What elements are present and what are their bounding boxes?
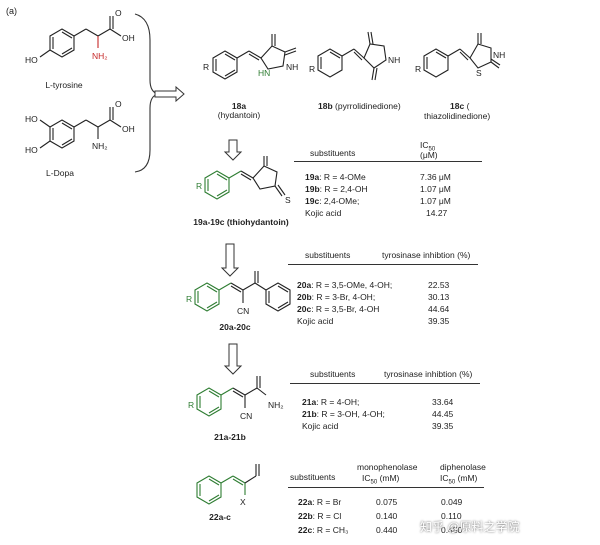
compound-18c-name: thiazolidinedione) xyxy=(424,111,491,121)
table-row-substituent: 19b: R = 2,4-OH xyxy=(305,184,368,194)
table21-header-value: tyrosinase inhibtion (%) xyxy=(384,369,473,379)
compound-18b-structure xyxy=(317,31,387,81)
table-row-substituent: 22c: R = CH₃ xyxy=(298,525,349,535)
table-row-substituent: 19c: 2,4-OMe; xyxy=(305,196,360,206)
compound-19-r: R xyxy=(196,181,203,191)
arrow-icon xyxy=(220,243,240,277)
compound-22-label: 22a-c xyxy=(209,512,231,522)
table-row-value: 0.049 xyxy=(441,497,463,507)
dopa-acid-o: O xyxy=(115,99,122,109)
table19-header-ic: IC50 xyxy=(420,140,436,153)
table22-rule xyxy=(288,487,484,488)
panel-label: (a) xyxy=(6,6,17,16)
table-row-substituent: Kojic acid xyxy=(297,316,334,326)
table-row-substituent: 21a: R = 4-OH; xyxy=(302,397,360,407)
table-row-substituent: 19a: R = 4-OMe xyxy=(305,172,366,182)
table19-header-substituents: substituents xyxy=(310,148,356,158)
compound-18a-nh: NH xyxy=(286,62,299,72)
compound-22-x: X xyxy=(240,497,246,507)
table-row-value: 39.35 xyxy=(432,421,454,431)
tyrosine-label: L-tyrosine xyxy=(45,80,83,90)
table-row-value: 0.110 xyxy=(441,511,462,521)
compound-18b-r: R xyxy=(309,64,316,74)
dopa-label: L-Dopa xyxy=(46,168,74,178)
compound-18a-structure xyxy=(212,34,297,80)
arrow-icon xyxy=(223,139,243,161)
compound-20-label: 20a-20c xyxy=(219,322,251,332)
compound-20-structure xyxy=(194,271,291,312)
table-row-value: 33.64 xyxy=(432,397,454,407)
table-row-value: 39.35 xyxy=(428,316,450,326)
table-row-value: 22.53 xyxy=(428,280,450,290)
table-row-substituent: 20a: R = 3,5-OMe, 4-OH; xyxy=(297,280,393,290)
compound-18a-name: (hydantoin) xyxy=(217,110,261,120)
dopa-acid-oh: OH xyxy=(122,124,135,134)
compound-19-structure xyxy=(204,156,286,200)
compound-21-structure xyxy=(196,376,267,417)
table-row-value: 0.450 xyxy=(441,525,463,535)
table19-rule xyxy=(294,161,482,162)
table-row-substituent: 22b: R = Cl xyxy=(298,511,342,521)
table21-header-substituents: substituents xyxy=(310,369,356,379)
table-row-value: 1.07 μM xyxy=(420,184,451,194)
table21-rule xyxy=(290,383,480,384)
compound-20-r: R xyxy=(186,294,193,304)
table-row-value: 7.36 μM xyxy=(420,172,451,182)
dopa-structure xyxy=(39,107,122,149)
table-row-substituent: Kojic acid xyxy=(305,208,342,218)
compound-18c-structure xyxy=(423,33,501,78)
compound-21-label: 21a-21b xyxy=(214,432,246,442)
table19-header-unit: (μM) xyxy=(420,150,438,160)
compound-18b-nh: NH xyxy=(388,55,401,65)
table22-header-di-ic: IC50 (mM) xyxy=(440,473,478,486)
tyrosine-ho: HO xyxy=(25,55,38,65)
arrow-icon xyxy=(223,343,243,375)
compound-18a-id: 18a xyxy=(231,101,247,111)
table20-header-value: tyrosinase inhibtion (%) xyxy=(382,250,471,260)
compound-18c-nh: NH xyxy=(493,50,506,60)
compound-19-s: S xyxy=(285,195,291,205)
tyrosine-acid-o: O xyxy=(115,8,122,18)
table-row-value: 30.13 xyxy=(428,292,450,302)
compound-18a-hn: HN xyxy=(258,68,271,78)
table-row-substituent: 20c: R = 3,5-Br, 4-OH xyxy=(297,304,380,314)
table-row-value: 14.27 xyxy=(426,208,448,218)
table22-header-substituents: substituents xyxy=(290,472,336,482)
table-row-substituent: Kojic acid xyxy=(302,421,339,431)
table-row-value: 0.140 xyxy=(376,511,398,521)
tyrosine-structure xyxy=(39,16,122,58)
compound-19-label: 19a-19c (thiohydantoin) xyxy=(193,217,289,227)
compound-21-r: R xyxy=(188,400,195,410)
dopa-ho2: HO xyxy=(25,145,38,155)
arrow-icon xyxy=(154,85,185,103)
compound-18b-label: 18b (pyrrolidinedione) xyxy=(318,101,401,111)
table-row-value: 44.45 xyxy=(432,409,454,419)
table22-header-mono-ic: IC50 (mM) xyxy=(362,473,400,486)
table-row-value: 44.64 xyxy=(428,304,450,314)
table22-header-di: diphenolase xyxy=(440,462,486,472)
table22-header-mono: monophenolase xyxy=(357,462,418,472)
tyrosine-acid-oh: OH xyxy=(122,33,135,43)
compound-21-cn: CN xyxy=(240,411,253,421)
table-row-substituent: 22a: R = Br xyxy=(298,497,342,507)
dopa-ho1: HO xyxy=(25,114,38,124)
table-row-substituent: 20b: R = 3-Br, 4-OH; xyxy=(297,292,376,302)
tyrosine-nh2: NH₂ xyxy=(92,51,108,61)
table-row-substituent: 21b: R = 3-OH, 4-OH; xyxy=(302,409,385,419)
table-row-value: 0.440 xyxy=(376,525,398,535)
compound-18c-r: R xyxy=(415,64,422,74)
compound-18c-s: S xyxy=(476,68,482,78)
compound-18c-label: 18c ( xyxy=(450,101,470,111)
compound-20-cn: CN xyxy=(237,306,250,316)
table-row-value: 1.07 μM xyxy=(420,196,451,206)
compound-21-nh2: NH₂ xyxy=(268,400,284,410)
table-row-value: 0.075 xyxy=(376,497,398,507)
compound-18a-r: R xyxy=(203,62,210,72)
watermark: 知乎 @原料之学院 xyxy=(420,520,520,534)
table20-header-substituents: substituents xyxy=(305,250,351,260)
compound-22-structure xyxy=(196,464,260,505)
dopa-nh2: NH₂ xyxy=(92,141,108,151)
table20-rule xyxy=(288,264,478,265)
